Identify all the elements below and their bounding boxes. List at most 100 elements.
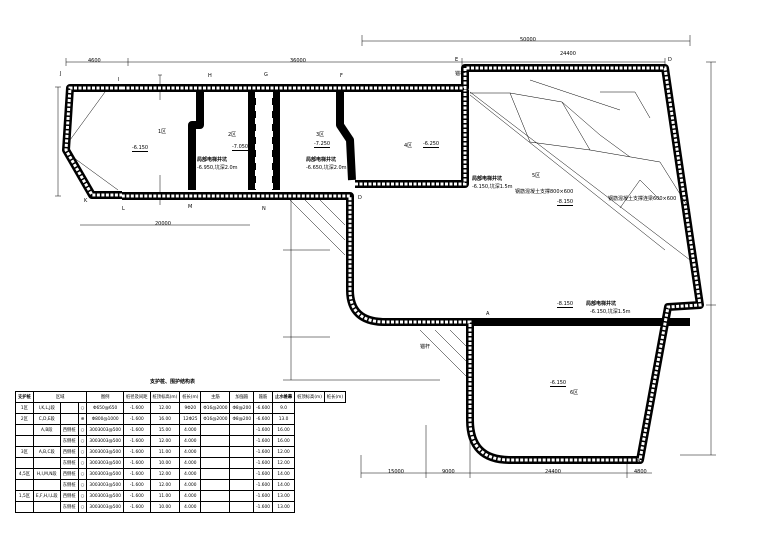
table-cell: 14.00 (271, 468, 296, 480)
table-cell (229, 435, 255, 447)
table-cell: 4.000 (179, 446, 202, 458)
table-cell: 9.0 (271, 402, 296, 414)
anchor-label: 锚杆 (420, 344, 431, 350)
zone-1-name: 1区 (158, 129, 167, 135)
table-cell: 12.00 (149, 402, 181, 414)
table-cell: 东侧桩 (59, 457, 79, 469)
point-i: I (118, 77, 120, 83)
zone-3-note2: -6.650,坑深2.0m (306, 165, 347, 171)
table-cell: -1.600 (253, 435, 273, 447)
point-a: A (486, 311, 490, 317)
anchor-label-2: 锚杆 (455, 71, 466, 77)
table-cell: 1,5区 (15, 490, 34, 502)
table-cell: 3003003@500 (86, 479, 125, 491)
header-cell: 主筋 (200, 391, 231, 403)
table-cell: 16.00 (271, 435, 296, 447)
table-cell: -1.600 (253, 490, 273, 502)
header-cell: 桩长(m) (323, 391, 347, 403)
table-cell: I,K,L,J段 (32, 402, 61, 414)
retaining-walls (62, 64, 704, 464)
table-cell: 3003003@500 (86, 446, 125, 458)
table-cell: E,F,H,I,L段 (32, 490, 61, 502)
zone-5-elev-2: -8.150 (557, 301, 574, 308)
point-h: H (208, 73, 212, 79)
table-cell: A,B段 (32, 424, 61, 436)
table-cell (32, 435, 61, 447)
table-cell: 3003003@500 (86, 435, 125, 447)
table-cell: H,I,M,N段 (32, 468, 61, 480)
side-label-right: 止水帷幕 (271, 391, 296, 403)
point-d: D (668, 57, 672, 63)
table-cell (15, 435, 34, 447)
table-cell: ○ (77, 457, 88, 469)
header-cell: 桩顶标高(m) (149, 391, 181, 403)
table-cell: A,B,C段 (32, 446, 61, 458)
table-cell (200, 435, 231, 447)
point-k: K (84, 198, 88, 204)
strut-label-2: 钢筋混凝土支撑连梁600×600 (608, 196, 677, 202)
table-cell: 12.00 (271, 457, 296, 469)
table-cell: 13.0 (271, 413, 296, 425)
table-cell: 12Φ25 (179, 413, 202, 425)
table-cell: Φ16@2000 (200, 413, 231, 425)
dim-top-left: 4600 (88, 58, 101, 64)
table-cell (200, 479, 231, 491)
table-cell: ○ (77, 468, 88, 480)
table-cell: 西侧桩 (59, 490, 79, 502)
table-cell: 1区 (15, 402, 34, 414)
table-cell: -1.600 (123, 446, 151, 458)
table-cell (229, 446, 255, 458)
table-cell: 东侧桩 (59, 479, 79, 491)
zone-1-elev: -6.150 (132, 145, 149, 152)
struts (69, 79, 691, 261)
table-cell (15, 457, 34, 469)
table-cell (229, 501, 255, 513)
table-cell: ○ (77, 402, 88, 414)
header-cell: 图例 (86, 391, 125, 403)
table-cell: 12.00 (149, 435, 181, 447)
table-cell (32, 457, 61, 469)
zone-5-note: 局部电梯井坑 (472, 176, 503, 182)
table-cell: 4.000 (179, 490, 202, 502)
zone-2-name: 2区 (228, 132, 237, 138)
table-cell (200, 501, 231, 513)
table-cell: ○ (77, 501, 88, 513)
header-cell: 区域 (32, 391, 88, 403)
table-cell (200, 457, 231, 469)
table-cell: -1.600 (253, 501, 273, 513)
zone-4-elev: -6.250 (423, 141, 440, 148)
table-cell (200, 446, 231, 458)
table-cell: 12.00 (149, 479, 181, 491)
pile-table: 支护桩 区域 图例 桩径及间距 桩顶标高(m) 桩长(m) 主筋 加强箍 箍筋 … (15, 391, 347, 513)
table-cell: -1.600 (253, 424, 273, 436)
zone-5-note2: -6.150,坑深1.5m (472, 184, 513, 190)
header-cell: 加强箍 (229, 391, 255, 403)
table-cell: 10.00 (149, 501, 181, 513)
point-j: J (60, 71, 62, 77)
table-cell (229, 457, 255, 469)
dim-bottom-d: 4800 (634, 469, 647, 475)
table-cell: 16.00 (271, 424, 296, 436)
table-cell: ○ (77, 435, 88, 447)
table-cell: 西侧桩 (59, 446, 79, 458)
table-cell: Φ650@650 (86, 402, 125, 414)
table-cell: -1.600 (123, 435, 151, 447)
table-cell: 12.00 (149, 468, 181, 480)
table-cell: 东侧桩 (59, 435, 79, 447)
table-cell: 13.00 (271, 490, 296, 502)
table-cell: -1.600 (123, 424, 151, 436)
table-cell (32, 479, 61, 491)
table-cell: -6.600 (253, 413, 273, 425)
zone-3-elev: -7.250 (314, 141, 331, 148)
table-cell: 3区 (15, 446, 34, 458)
table-cell: 13.00 (271, 501, 296, 513)
point-l: L (122, 206, 125, 212)
table-cell (229, 468, 255, 480)
